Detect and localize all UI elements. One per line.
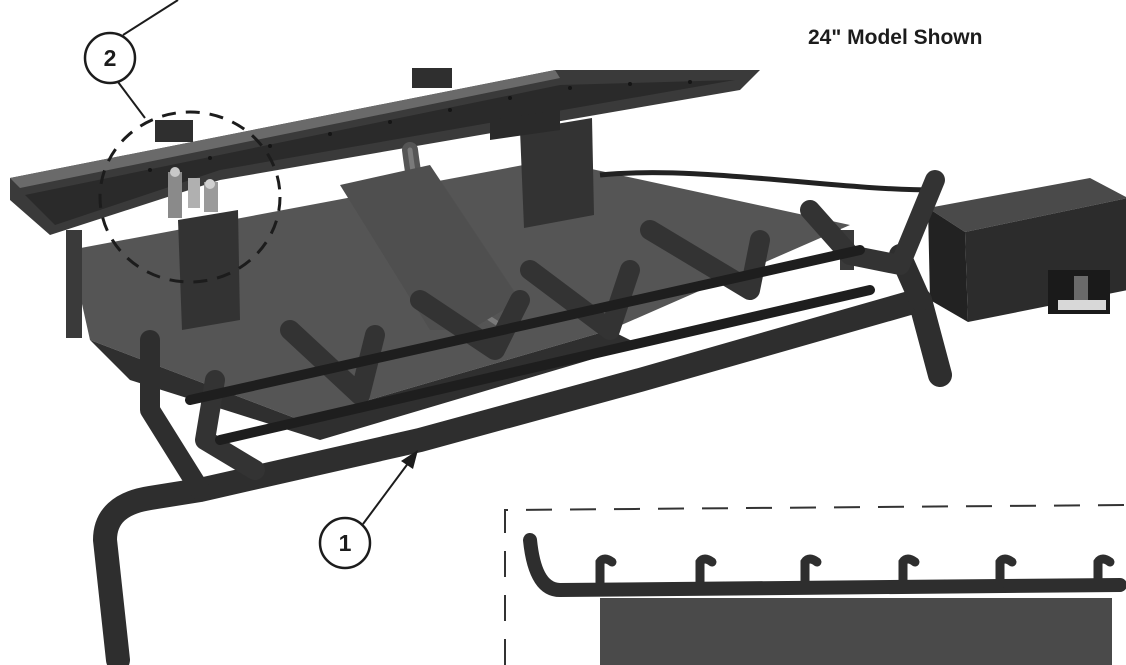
burner-leg-left [66,230,82,338]
grate [93,170,952,665]
inset-side-view [504,504,1126,665]
callout-2 [83,0,282,284]
pan-tab-left [155,120,193,142]
center-plate [340,165,520,330]
burner-pan-lip [10,70,560,188]
control-box [928,178,1126,322]
burner-pan-inner [25,80,735,225]
callout-2-number: 2 [103,45,117,71]
control-wire [599,170,936,193]
bracket-left [178,210,240,330]
burner-plate-shadow [90,330,640,440]
burner-ports [148,80,692,172]
valve-fittings [168,167,218,218]
bracket-right [520,118,594,228]
bracket-center [490,110,560,140]
valve-highlight-circle [98,110,282,284]
pan-tab-center [412,68,452,88]
callout-1-number: 1 [338,530,352,556]
callout-1 [318,450,418,570]
model-caption: 24" Model Shown [808,26,983,49]
burner-pan [10,70,760,235]
